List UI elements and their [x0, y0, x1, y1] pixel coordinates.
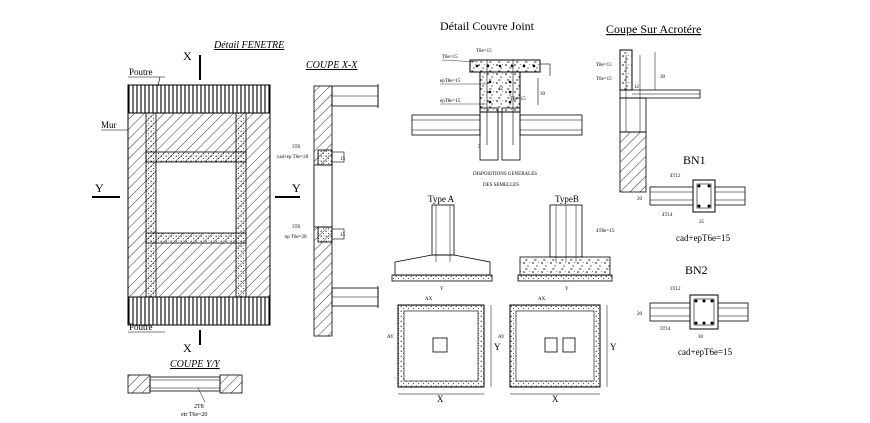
acrotere-d2: 30	[660, 75, 666, 80]
type-b-note: 4T8e=15	[596, 229, 615, 234]
detail-couvre-joint: Détail Couvre Joint T8e=15 T8e=15 epT8e=…	[411, 19, 583, 161]
plan-a-y-side: Y	[494, 342, 501, 352]
plan-b-y-side: Y	[610, 342, 617, 352]
semelles-title-2: DES SEMELLES	[483, 183, 519, 188]
poutre-bottom-beam	[127, 296, 271, 326]
mur-label: Mur	[101, 120, 117, 130]
acrotere-d1: 12	[634, 85, 640, 90]
bn1-note: cad+epT6e=15	[676, 233, 731, 243]
bn1-bottom: 4T14	[662, 213, 673, 218]
bn2-top: 3T12	[670, 287, 681, 292]
couvre-joint-t3: epT8e=15	[440, 79, 461, 84]
bn1-dim-h: 20	[637, 197, 643, 202]
type-a-label: Type A	[428, 194, 455, 204]
couvre-joint-title: Détail Couvre Joint	[440, 19, 535, 33]
bn2-dim-w: 30	[698, 335, 704, 340]
axis-x-top: X	[183, 49, 192, 63]
acrotere-t1: T8e=15	[596, 63, 612, 68]
bn1-section: BN1 4T12 4T14 20 25 cad+epT6e=15	[637, 153, 746, 243]
plan-a-ay: AY	[387, 335, 394, 340]
couvre-joint-t2: T8e=15	[442, 55, 458, 60]
coupe-yy-label-1: 2T8	[194, 404, 204, 410]
coupe-xx-title: COUPE X-X	[306, 60, 358, 71]
coupe-xx: COUPE X-X 3T8 cad+ep T6e=20 15 3T8 ep T6…	[277, 60, 379, 337]
acrotere-t2: T6e=15	[596, 77, 612, 82]
fenetre-title: Détail FENETRE	[213, 40, 284, 51]
plan-b-ay: AY	[498, 335, 505, 340]
plan-a-x: X	[437, 394, 444, 404]
couvre-joint-t4: epT8e=15	[440, 99, 461, 104]
couvre-joint-d2: 30	[540, 92, 546, 97]
bn1-title: BN1	[683, 153, 706, 167]
plan-b-ax: AX	[538, 297, 546, 302]
bn1-dim-w: 25	[699, 220, 705, 225]
linteau-bottom	[145, 232, 247, 244]
couvre-joint-d3: 5	[478, 145, 481, 150]
coupe-xx-label-bot-2: ep T6e=20	[285, 235, 307, 240]
couvre-joint-d1: 12	[498, 87, 504, 92]
type-b-label: TypeB	[555, 194, 579, 204]
coupe-xx-label-top-2: cad+ep T6e=20	[277, 155, 309, 160]
poutre-top-beam	[127, 84, 271, 114]
coupe-yy-title: COUPE Y/Y	[170, 359, 221, 370]
plan-b-x: X	[552, 394, 559, 404]
linteau-top	[145, 151, 247, 163]
window-opening	[155, 161, 237, 234]
coupe-xx-label-bot-1: 3T8	[292, 225, 301, 230]
coupe-xx-dim-bot: 15	[340, 233, 346, 238]
bn2-note: cad+epT6e=15	[678, 347, 733, 357]
poutre-bottom-label: Poutre	[129, 322, 153, 332]
semelles: DISPOSITIONS GENERALES DES SEMELLES Type…	[387, 172, 617, 404]
raidisseur-left	[145, 112, 157, 298]
type-a-y: Y	[440, 287, 444, 292]
axis-y-left: Y	[95, 181, 104, 195]
couvre-joint-t5: T8e=15	[510, 97, 526, 102]
axis-y-right: Y	[292, 181, 301, 195]
bn2-dim-h: 20	[637, 312, 643, 317]
poutre-top-label: Poutre	[129, 67, 153, 77]
type-b-y: Y	[565, 287, 569, 292]
couvre-joint-t1: T8e=15	[476, 49, 492, 54]
bn2-section: BN2 3T12 3T14 20 30 cad+epT6e=15	[637, 263, 749, 357]
coupe-xx-dim-top: 15	[340, 157, 346, 162]
coupe-xx-label-top-1: 3T8	[292, 145, 301, 150]
coupe-yy: COUPE Y/Y 2T8 etr T6e=20	[127, 359, 243, 418]
coupe-yy-label-2: etr T6e=20	[181, 412, 207, 418]
raidisseur-right	[235, 112, 247, 298]
axis-x-bottom: X	[183, 341, 192, 355]
semelles-title-1: DISPOSITIONS GENERALES	[473, 172, 537, 177]
acrotere-title: Coupe Sur Acrotére	[606, 22, 701, 36]
plan-a-ax: AX	[425, 297, 433, 302]
bn2-title: BN2	[685, 263, 708, 277]
coupe-acrotere: Coupe Sur Acrotére T8e=15 T6e=15 12 30	[596, 22, 701, 193]
bn2-bottom: 3T14	[660, 327, 671, 332]
detail-fenetre: Détail FENETRE X X Y Y Poutre Mur Poutre	[92, 40, 301, 355]
bn1-top: 4T12	[670, 174, 681, 179]
